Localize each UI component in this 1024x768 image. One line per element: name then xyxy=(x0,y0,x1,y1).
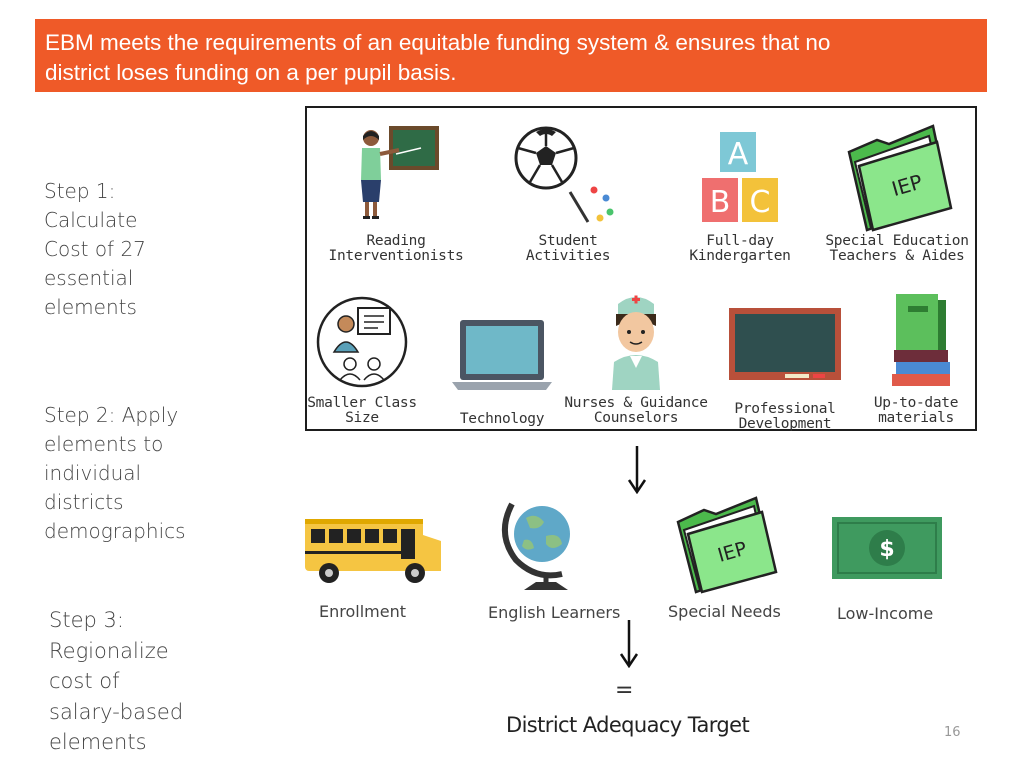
svg-text:B: B xyxy=(710,185,731,220)
element-label: Student Activities xyxy=(493,234,643,264)
soccer-ball-icon xyxy=(514,126,614,223)
element-label-line: Professional xyxy=(734,401,836,417)
step-1-text: Step 1: Calculate Cost of 27 essential e… xyxy=(44,177,164,322)
down-arrow-icon xyxy=(627,446,647,494)
element-label-line: Size xyxy=(345,410,379,426)
demographic-label-enrollment: Enrollment xyxy=(319,602,406,621)
nurse-icon xyxy=(612,295,660,390)
element-label-line: Full-day xyxy=(706,233,774,249)
essential-elements-panel: Reading Interventionists Student Activit… xyxy=(305,106,977,432)
step-2-line: elements to xyxy=(44,432,164,456)
globe-icon xyxy=(502,502,570,590)
element-up-to-date-materials: Up-to-date materials xyxy=(841,290,991,426)
step-3-line: Step 3: xyxy=(49,608,124,632)
element-technology: Technology xyxy=(427,316,577,427)
element-label: Technology xyxy=(427,412,577,427)
svg-text:C: C xyxy=(750,185,771,220)
element-label-line: Development xyxy=(738,416,832,432)
small-class-icon xyxy=(316,296,408,388)
element-label-line: Nurses & Guidance xyxy=(564,395,708,411)
element-label-line: Reading xyxy=(366,233,426,249)
step-2-line: individual xyxy=(44,461,142,485)
dollar-bill-icon: $ xyxy=(832,517,942,579)
element-label-line: Teachers & Aides xyxy=(829,248,965,264)
step-1-line: Step 1: xyxy=(44,179,116,203)
step-3-line: elements xyxy=(49,730,147,754)
title-line-1: EBM meets the requirements of an equitab… xyxy=(45,30,831,55)
district-adequacy-target: District Adequacy Target xyxy=(506,713,750,737)
svg-text:$: $ xyxy=(879,537,894,562)
element-full-day-kindergarten: A B C Full-day Kindergarten xyxy=(665,128,815,264)
demographic-label-special-needs: Special Needs xyxy=(668,602,781,621)
iep-folder-icon: IEP xyxy=(676,496,778,594)
element-label: Special Education Teachers & Aides xyxy=(822,234,972,264)
element-label: Smaller Class Size xyxy=(287,396,437,426)
teacher-icon xyxy=(361,126,439,219)
down-arrow-icon xyxy=(619,620,639,668)
title-line-2: district loses funding on a per pupil ba… xyxy=(45,60,457,85)
page-number: 16 xyxy=(944,725,961,740)
element-nurses-counselors: Nurses & Guidance Counselors xyxy=(561,290,711,426)
abc-blocks-icon: A B C xyxy=(702,132,778,222)
demographic-label-low-income: Low-Income xyxy=(837,604,934,623)
step-3-text: Step 3: Regionalize cost of salary-based… xyxy=(49,605,199,758)
equals-sign: = xyxy=(615,678,634,703)
demographic-label-english-learners: English Learners xyxy=(488,603,621,622)
step-1-line: essential xyxy=(44,266,134,290)
element-special-education: IEP Special Education Teachers & Aides xyxy=(822,122,972,264)
step-1-line: Cost of 27 xyxy=(44,237,146,261)
element-label: Reading Interventionists xyxy=(321,234,471,264)
step-2-line: Step 2: Apply xyxy=(44,403,179,427)
step-1-line: Calculate xyxy=(44,208,138,232)
step-3-line: Regionalize xyxy=(49,638,169,663)
element-label: Professional Development xyxy=(710,402,860,432)
step-2-line: districts xyxy=(44,490,124,514)
element-professional-development: Professional Development xyxy=(710,304,860,432)
title-banner: EBM meets the requirements of an equitab… xyxy=(35,19,987,92)
element-label-line: Special Education xyxy=(825,233,969,249)
element-label: Up-to-date materials xyxy=(841,396,991,426)
iep-folder-icon: IEP xyxy=(847,124,953,232)
step-3-line: salary-based xyxy=(49,699,184,724)
title-text: EBM meets the requirements of an equitab… xyxy=(45,28,975,88)
svg-text:A: A xyxy=(728,137,749,172)
step-1-line: elements xyxy=(44,295,137,319)
element-label-line: Technology xyxy=(459,411,545,427)
element-smaller-class-size: Smaller Class Size xyxy=(287,290,437,426)
school-bus-icon xyxy=(305,519,441,583)
element-label-line: Counselors xyxy=(593,410,679,426)
element-label-line: Interventionists xyxy=(328,248,464,264)
element-label: Nurses & Guidance Counselors xyxy=(561,396,711,426)
element-label-line: Student Activities xyxy=(525,233,611,264)
step-2-line: demographics xyxy=(44,519,186,543)
element-label-line: Smaller Class xyxy=(307,395,417,411)
element-student-activities: Student Activities xyxy=(493,122,643,264)
laptop-icon xyxy=(452,320,552,390)
step-3-line: cost of xyxy=(49,669,120,693)
books-icon xyxy=(892,294,950,386)
element-label-line: Kindergarten xyxy=(689,248,791,264)
element-label: Full-day Kindergarten xyxy=(665,234,815,264)
step-2-text: Step 2: Apply elements to individual dis… xyxy=(44,401,194,546)
element-reading-interventionists: Reading Interventionists xyxy=(321,122,471,264)
element-label-line: materials xyxy=(878,410,954,426)
element-label-line: Up-to-date xyxy=(873,395,959,411)
chalkboard-icon xyxy=(729,308,841,380)
